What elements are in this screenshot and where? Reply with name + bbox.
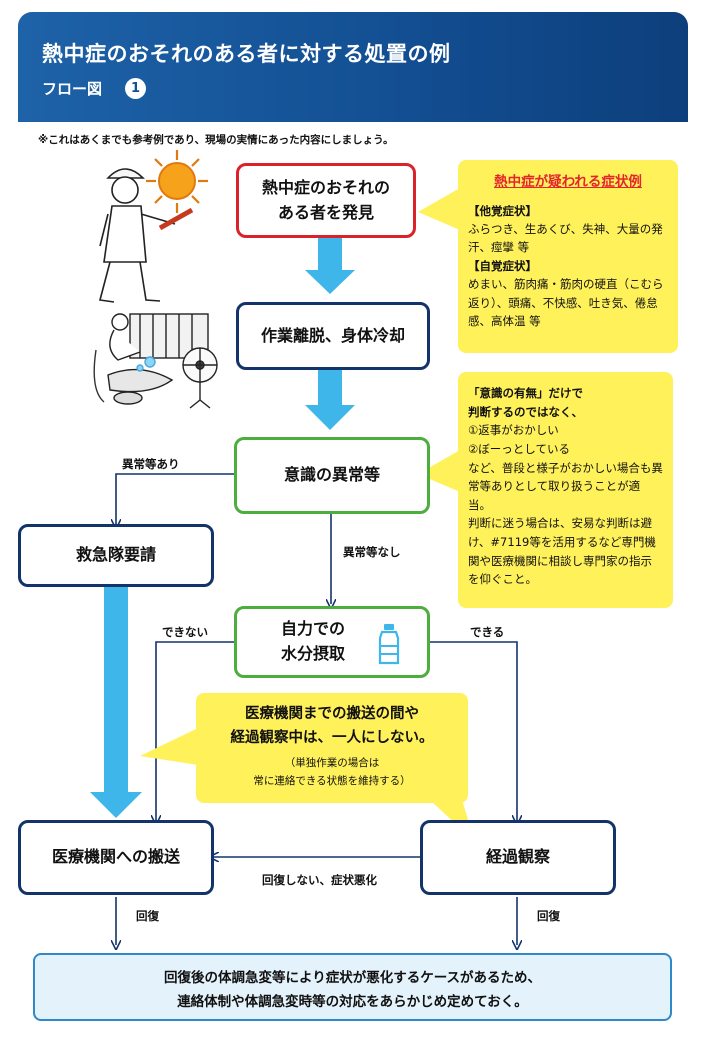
arrow-cooling-to-consciousness [305, 370, 355, 430]
followup-line1: 回復後の体調急変等により症状が悪化するケースがあるため、 [163, 970, 542, 986]
symptoms-self-label: 【自覚症状】 [468, 258, 537, 273]
escort-callout: 医療機関までの搬送の間や 経過観察中は、一人にしない。 （単独作業の場合は 常に… [196, 693, 468, 803]
label-abnormal-no: 異常等なし [343, 545, 401, 559]
node-water-line1: 自力での [281, 619, 346, 639]
line-abnormal-yes [116, 473, 234, 524]
symptoms-title: 熱中症が疑われる症状例 [494, 174, 642, 190]
arrow-ambulance-to-transport [90, 587, 142, 818]
node-ambulance: 救急隊要請 [18, 524, 214, 587]
judgement-item2: ②ぼーっとしている [468, 441, 570, 456]
fan-icon [182, 347, 218, 409]
callout-tail-escort-left [140, 728, 198, 765]
node-discover-line2: ある者を発見 [277, 202, 374, 222]
escort-line4: 常に連絡できる状態を維持する） [253, 774, 411, 787]
judgement-callout: 「意識の有無」だけで 判断するのではなく、 ①返事がおかしい ②ぼーっとしている… [458, 372, 673, 608]
flow-number-badge: 1 [125, 78, 146, 99]
node-transport: 医療機関への搬送 [18, 820, 214, 895]
label-recovered-right: 回復 [537, 909, 560, 923]
page-title: 熱中症のおそれのある者に対する処置の例 [42, 42, 451, 66]
followup-notice: 回復後の体調急変等により症状が悪化するケースがあるため、 連絡体制や体調急変時等… [33, 953, 672, 1021]
symptoms-self-text: めまい、筋肉痛・筋肉の硬直（こむら返り）、頭痛、不快感、吐き気、倦怠感、高体温 … [468, 277, 664, 328]
judgement-text1: など、普段と様子がおかしい場合も異常等ありとして取り扱うことが適当。 [468, 460, 663, 512]
symptoms-others-text: ふらつき、生あくび、失神、大量の発汗、痙攣 等 [468, 221, 663, 255]
line-can [430, 641, 517, 820]
escort-line1: 医療機関までの搬送の間や [245, 706, 419, 722]
judgement-item1: ①返事がおかしい [468, 423, 559, 438]
page-subtitle: フロー図 [42, 80, 103, 98]
label-not-recovered: 回復しない、症状悪化 [262, 873, 377, 887]
worker-icon [98, 168, 194, 303]
node-cooling: 作業離脱、身体冷却 [236, 302, 430, 370]
node-cooling-label: 作業離脱、身体冷却 [260, 325, 405, 345]
followup-line2: 連絡体制や体調急変時等の対応をあらかじめ定めておく。 [177, 993, 528, 1010]
judgement-lead2: 判断するのではなく、 [468, 404, 583, 419]
escort-line3: （単独作業の場合は [284, 756, 380, 769]
sun-icon [146, 150, 208, 213]
callout-tail-symptoms [418, 188, 460, 230]
node-water-line2: 水分摂取 [281, 644, 346, 663]
node-discover: 熱中症のおそれの ある者を発見 [236, 163, 416, 238]
node-consciousness: 意識の異常等 [234, 437, 430, 514]
node-discover-line1: 熱中症のおそれの [261, 177, 390, 197]
node-observe: 経過観察 [420, 820, 616, 895]
label-can: できる [470, 625, 505, 639]
node-consciousness-label: 意識の異常等 [283, 465, 380, 485]
escort-line2: 経過観察中は、一人にしない。 [230, 729, 434, 746]
judgement-text2: 判断に迷う場合は、安易な判断は避け、#7119等を活用するなど専門機関や医療機関… [468, 516, 656, 587]
node-water: 自力での 水分摂取 [234, 606, 430, 678]
label-cannot: できない [162, 625, 208, 639]
reference-note: ※これはあくまでも参考例であり、現場の実情にあった内容にしましょう。 [38, 134, 394, 146]
judgement-lead1: 「意識の有無」だけで [468, 386, 583, 400]
node-observe-label: 経過観察 [485, 847, 550, 867]
node-ambulance-label: 救急隊要請 [75, 545, 156, 565]
label-recovered-left: 回復 [136, 909, 159, 923]
line-cannot [156, 641, 234, 820]
water-bottle-icon [378, 624, 400, 665]
symptoms-callout: 熱中症が疑われる症状例 【他覚症状】 ふらつき、生あくび、失神、大量の発汗、痙攣… [458, 160, 678, 353]
symptoms-others-label: 【他覚症状】 [468, 203, 537, 218]
node-transport-label: 医療機関への搬送 [51, 847, 180, 867]
label-abnormal-yes: 異常等あり [122, 457, 180, 471]
main-flow-arrows [90, 238, 355, 818]
callout-tail-judgement [418, 450, 460, 492]
arrow-discover-to-cooling [305, 238, 355, 294]
header-banner [18, 12, 688, 122]
